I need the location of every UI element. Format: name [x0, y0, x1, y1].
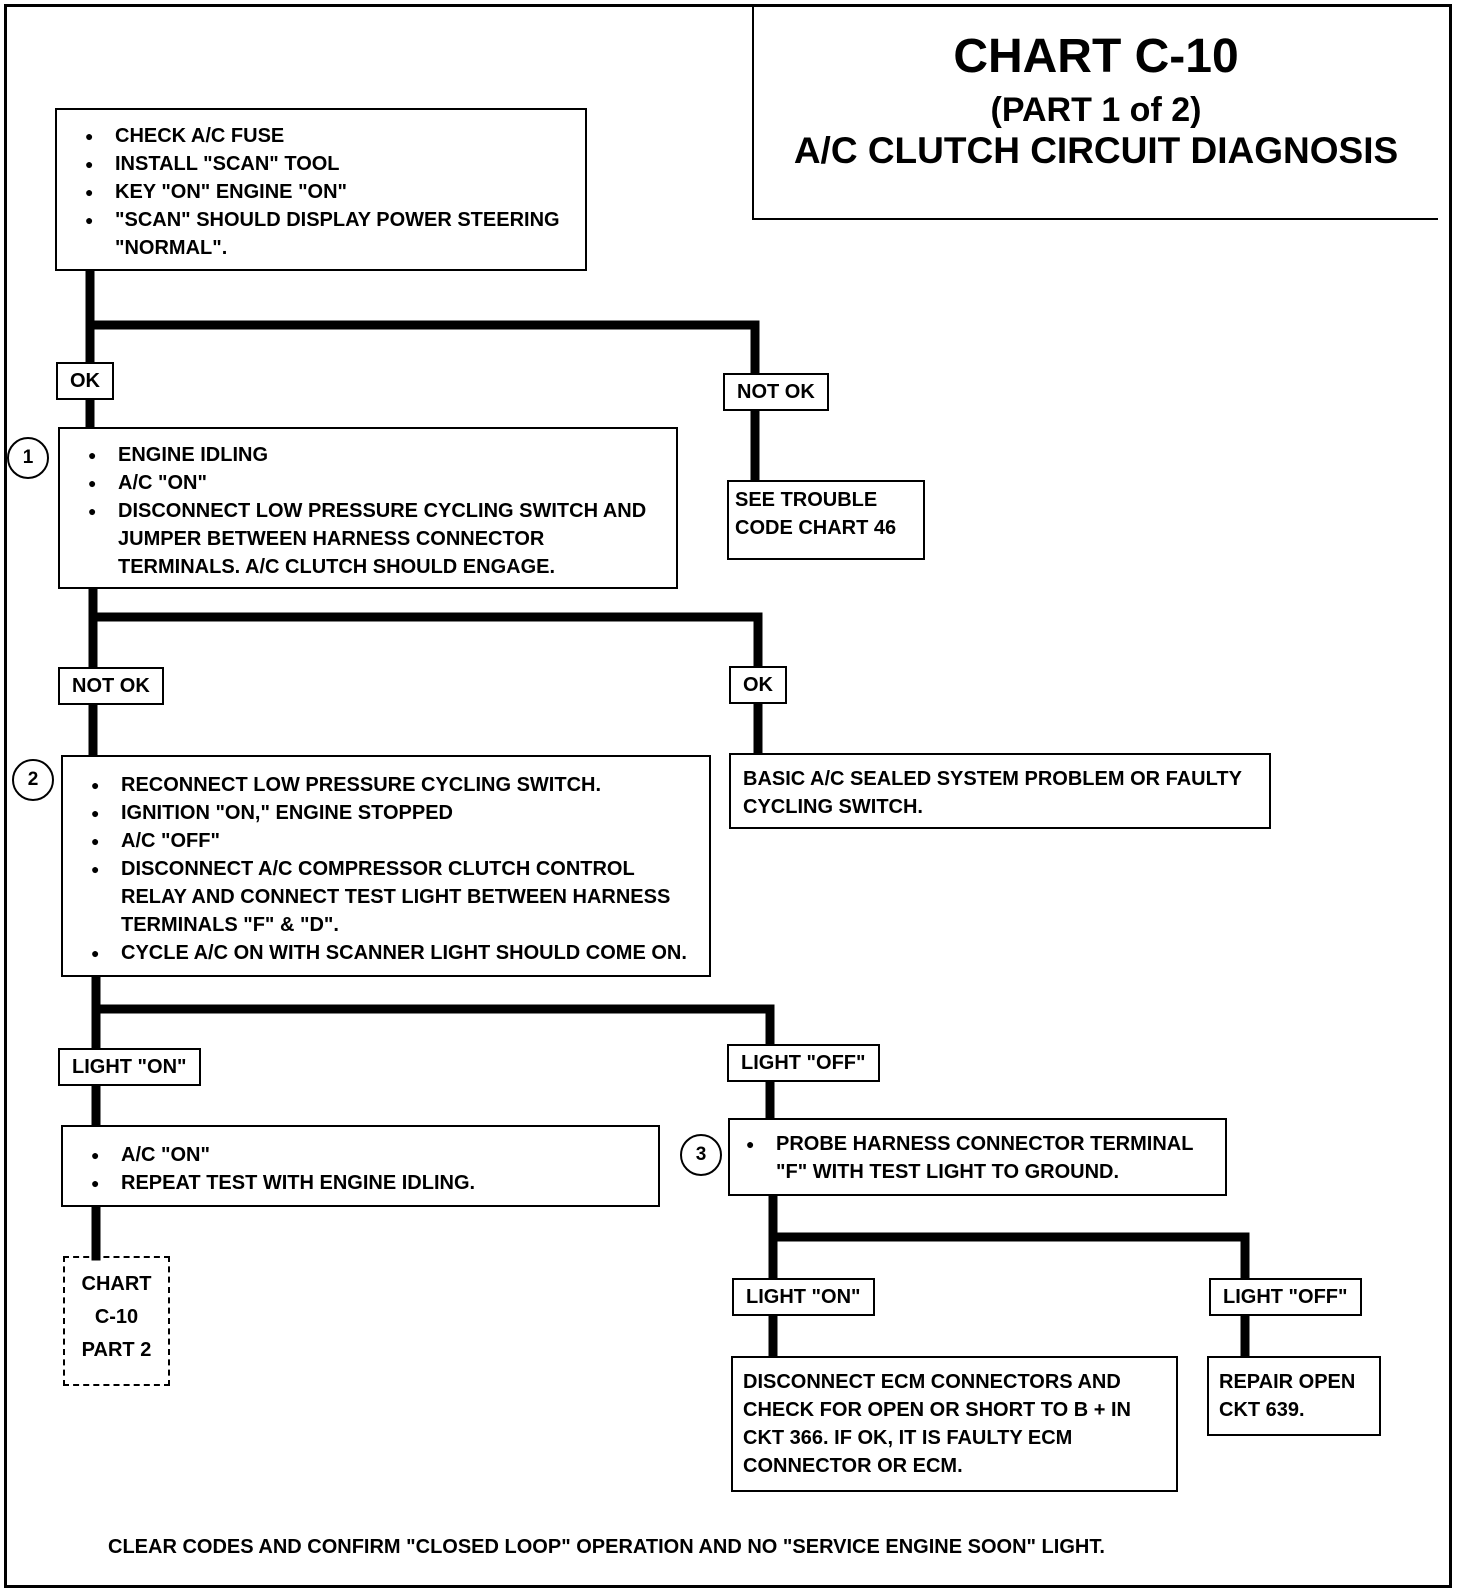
step1-item: DISCONNECT LOW PRESSURE CYCLING SWITCH A… — [78, 497, 666, 581]
label-not-ok-1: NOT OK — [723, 373, 829, 411]
label-light-on-1: LIGHT "ON" — [58, 1048, 201, 1086]
connector-step2 — [91, 970, 775, 1048]
box-start-checks: CHECK A/C FUSE INSTALL "SCAN" TOOL KEY "… — [55, 108, 587, 271]
step1-item: ENGINE IDLING — [78, 441, 666, 469]
step-number-1: 1 — [7, 437, 49, 479]
start-item: "SCAN" SHOULD DISPLAY POWER STEERING "NO… — [75, 206, 575, 262]
label-not-ok-2: NOT OK — [58, 667, 164, 705]
label-light-on-2: LIGHT "ON" — [732, 1278, 875, 1316]
box-sealed-system: BASIC A/C SEALED SYSTEM PROBLEM OR FAULT… — [729, 753, 1271, 829]
label-ok-2: OK — [729, 666, 787, 704]
chart-subtitle: A/C CLUTCH CIRCUIT DIAGNOSIS — [793, 130, 1399, 171]
box-disconnect-ecm: DISCONNECT ECM CONNECTORS AND CHECK FOR … — [731, 1356, 1178, 1492]
box-chart-reference: CHART C-10 PART 2 — [63, 1256, 170, 1386]
label-light-off-2: LIGHT "OFF" — [1209, 1278, 1362, 1316]
connector-start — [85, 263, 760, 381]
footer-instruction: CLEAR CODES AND CONFIRM "CLOSED LOOP" OP… — [108, 1536, 1105, 1558]
step-number-2: 2 — [12, 759, 54, 801]
box-step1: ENGINE IDLING A/C "ON" DISCONNECT LOW PR… — [58, 427, 678, 589]
box-step2: RECONNECT LOW PRESSURE CYCLING SWITCH. I… — [61, 755, 711, 977]
step-number-3: 3 — [680, 1134, 722, 1176]
page-border — [4, 4, 1452, 1588]
step2-item: DISCONNECT A/C COMPRESSOR CLUTCH CONTROL… — [81, 855, 703, 939]
start-item: KEY "ON" ENGINE "ON" — [75, 178, 575, 206]
chart-title: CHART C-10 — [953, 30, 1239, 83]
box-step3: PROBE HARNESS CONNECTOR TERMINAL "F" WIT… — [728, 1118, 1227, 1196]
start-item: CHECK A/C FUSE — [75, 122, 575, 150]
step2-item: RECONNECT LOW PRESSURE CYCLING SWITCH. — [81, 771, 703, 799]
label-light-off-1: LIGHT "OFF" — [727, 1044, 880, 1082]
chart-part: (PART 1 of 2) — [990, 91, 1202, 129]
box-trouble-code: SEE TROUBLE CODE CHART 46 — [727, 480, 925, 560]
step1-item: A/C "ON" — [78, 469, 666, 497]
step3-item: PROBE HARNESS CONNECTOR TERMINAL "F" WIT… — [736, 1130, 1215, 1186]
box-repair-open: REPAIR OPEN CKT 639. — [1207, 1356, 1381, 1436]
connector-step1 — [88, 582, 763, 670]
box-repeat-test: A/C "ON" REPEAT TEST WITH ENGINE IDLING. — [61, 1125, 660, 1207]
step2-item: A/C "OFF" — [81, 827, 703, 855]
chart-title-block: CHART C-10 (PART 1 of 2) A/C CLUTCH CIRC… — [752, 4, 1438, 220]
repeat-item: A/C "ON" — [81, 1141, 648, 1169]
start-item: INSTALL "SCAN" TOOL — [75, 150, 575, 178]
repeat-item: REPEAT TEST WITH ENGINE IDLING. — [81, 1169, 648, 1197]
step2-item: CYCLE A/C ON WITH SCANNER LIGHT SHOULD C… — [81, 939, 703, 967]
chart-ref-line: PART 2 — [81, 1339, 152, 1361]
label-ok-1: OK — [56, 362, 114, 400]
chart-ref-line: C-10 — [94, 1306, 139, 1328]
chart-ref-line: CHART — [81, 1273, 152, 1295]
step2-item: IGNITION "ON," ENGINE STOPPED — [81, 799, 703, 827]
connector-step3 — [768, 1190, 1250, 1283]
